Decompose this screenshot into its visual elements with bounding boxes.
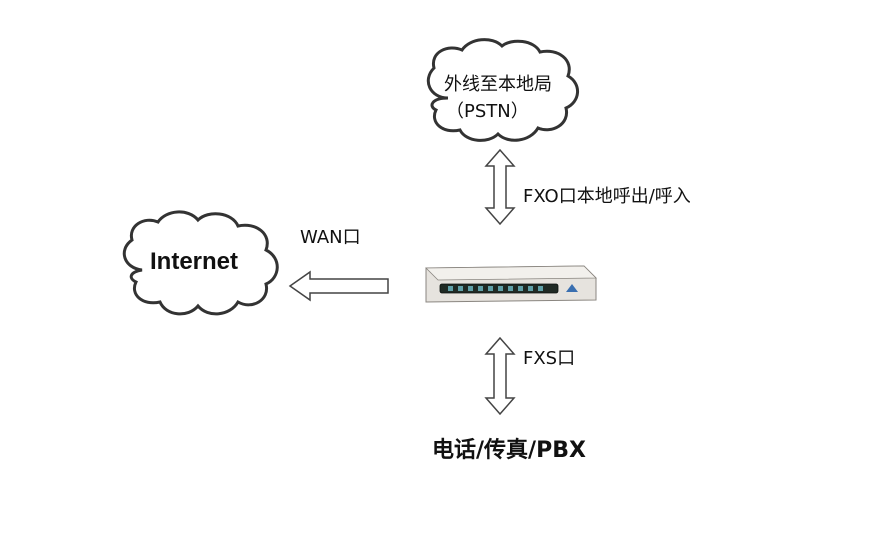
internet-cloud <box>122 210 279 316</box>
pstn-cloud-title: 外线至本地局 <box>444 74 552 95</box>
voip-gateway-icon <box>425 265 597 303</box>
wan-arrow <box>288 270 389 302</box>
device-logo <box>566 284 578 292</box>
wan-port-label: WAN口 <box>300 227 361 248</box>
pstn-cloud-subtitle: （PSTN） <box>446 101 529 122</box>
device-port-leds <box>448 286 543 291</box>
fxo-double-arrow <box>484 148 516 226</box>
endpoint-label: 电话/传真/PBX <box>432 438 586 463</box>
internet-cloud-label: Internet <box>150 248 239 275</box>
fxo-port-label: FXO口本地呼出/呼入 <box>523 186 691 207</box>
fxs-port-label: FXS口 <box>523 348 576 369</box>
pstn-cloud <box>426 38 579 142</box>
fxs-double-arrow <box>484 336 516 416</box>
